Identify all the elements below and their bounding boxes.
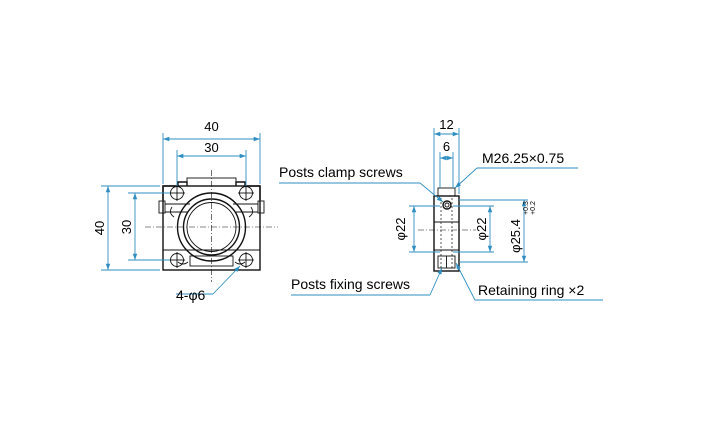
mounting-holes	[169, 185, 254, 268]
dim-label: φ22	[474, 218, 489, 241]
dim-side-diameter-right: φ22	[453, 205, 494, 253]
tolerance-upper: +0.3	[523, 201, 530, 215]
dim-front-height-30: 30	[119, 192, 170, 261]
dim-side-width-6: 6	[439, 139, 454, 188]
dim-label: φ25.4	[508, 219, 523, 253]
dim-label: φ22	[393, 218, 408, 241]
clamp-screws-label: Posts clamp screws	[279, 164, 403, 180]
dim-label: 40	[92, 221, 107, 235]
holes-label: 4-φ6	[176, 287, 206, 303]
retaining-ring-label: Retaining ring ×2	[478, 282, 584, 298]
dim-label: 12	[439, 117, 453, 132]
dim-side-bore: φ25.4 +0.3 +0.2	[459, 199, 537, 263]
callout-thread: M26.25×0.75	[454, 150, 578, 189]
dim-label: 30	[204, 140, 218, 155]
side-body	[433, 187, 460, 272]
callout-fixing-screws: Posts fixing screws	[291, 267, 443, 296]
callout-retaining-ring: Retaining ring ×2	[455, 262, 603, 301]
dim-front-height-40: 40	[92, 185, 160, 271]
dim-label: 40	[204, 119, 218, 134]
dim-side-width-12: 12	[433, 117, 460, 194]
dim-front-width-30: 30	[176, 140, 247, 186]
dim-label: 6	[443, 139, 450, 154]
side-view: 12 6 M26.25×0.75 φ22 φ22	[279, 117, 603, 301]
thread-label: M26.25×0.75	[482, 150, 564, 166]
callout-clamp-screws: Posts clamp screws	[279, 164, 444, 203]
dim-side-diameter-left: φ22	[393, 205, 440, 253]
dim-label: 30	[119, 220, 134, 234]
callout-holes: 4-φ6	[176, 265, 241, 303]
front-view: 40 30 40 30 4-φ6	[92, 119, 278, 303]
fixing-screws-label: Posts fixing screws	[291, 276, 410, 292]
tolerance-lower: +0.2	[530, 201, 537, 215]
front-body	[158, 177, 265, 271]
dim-front-width-40: 40	[162, 119, 261, 184]
